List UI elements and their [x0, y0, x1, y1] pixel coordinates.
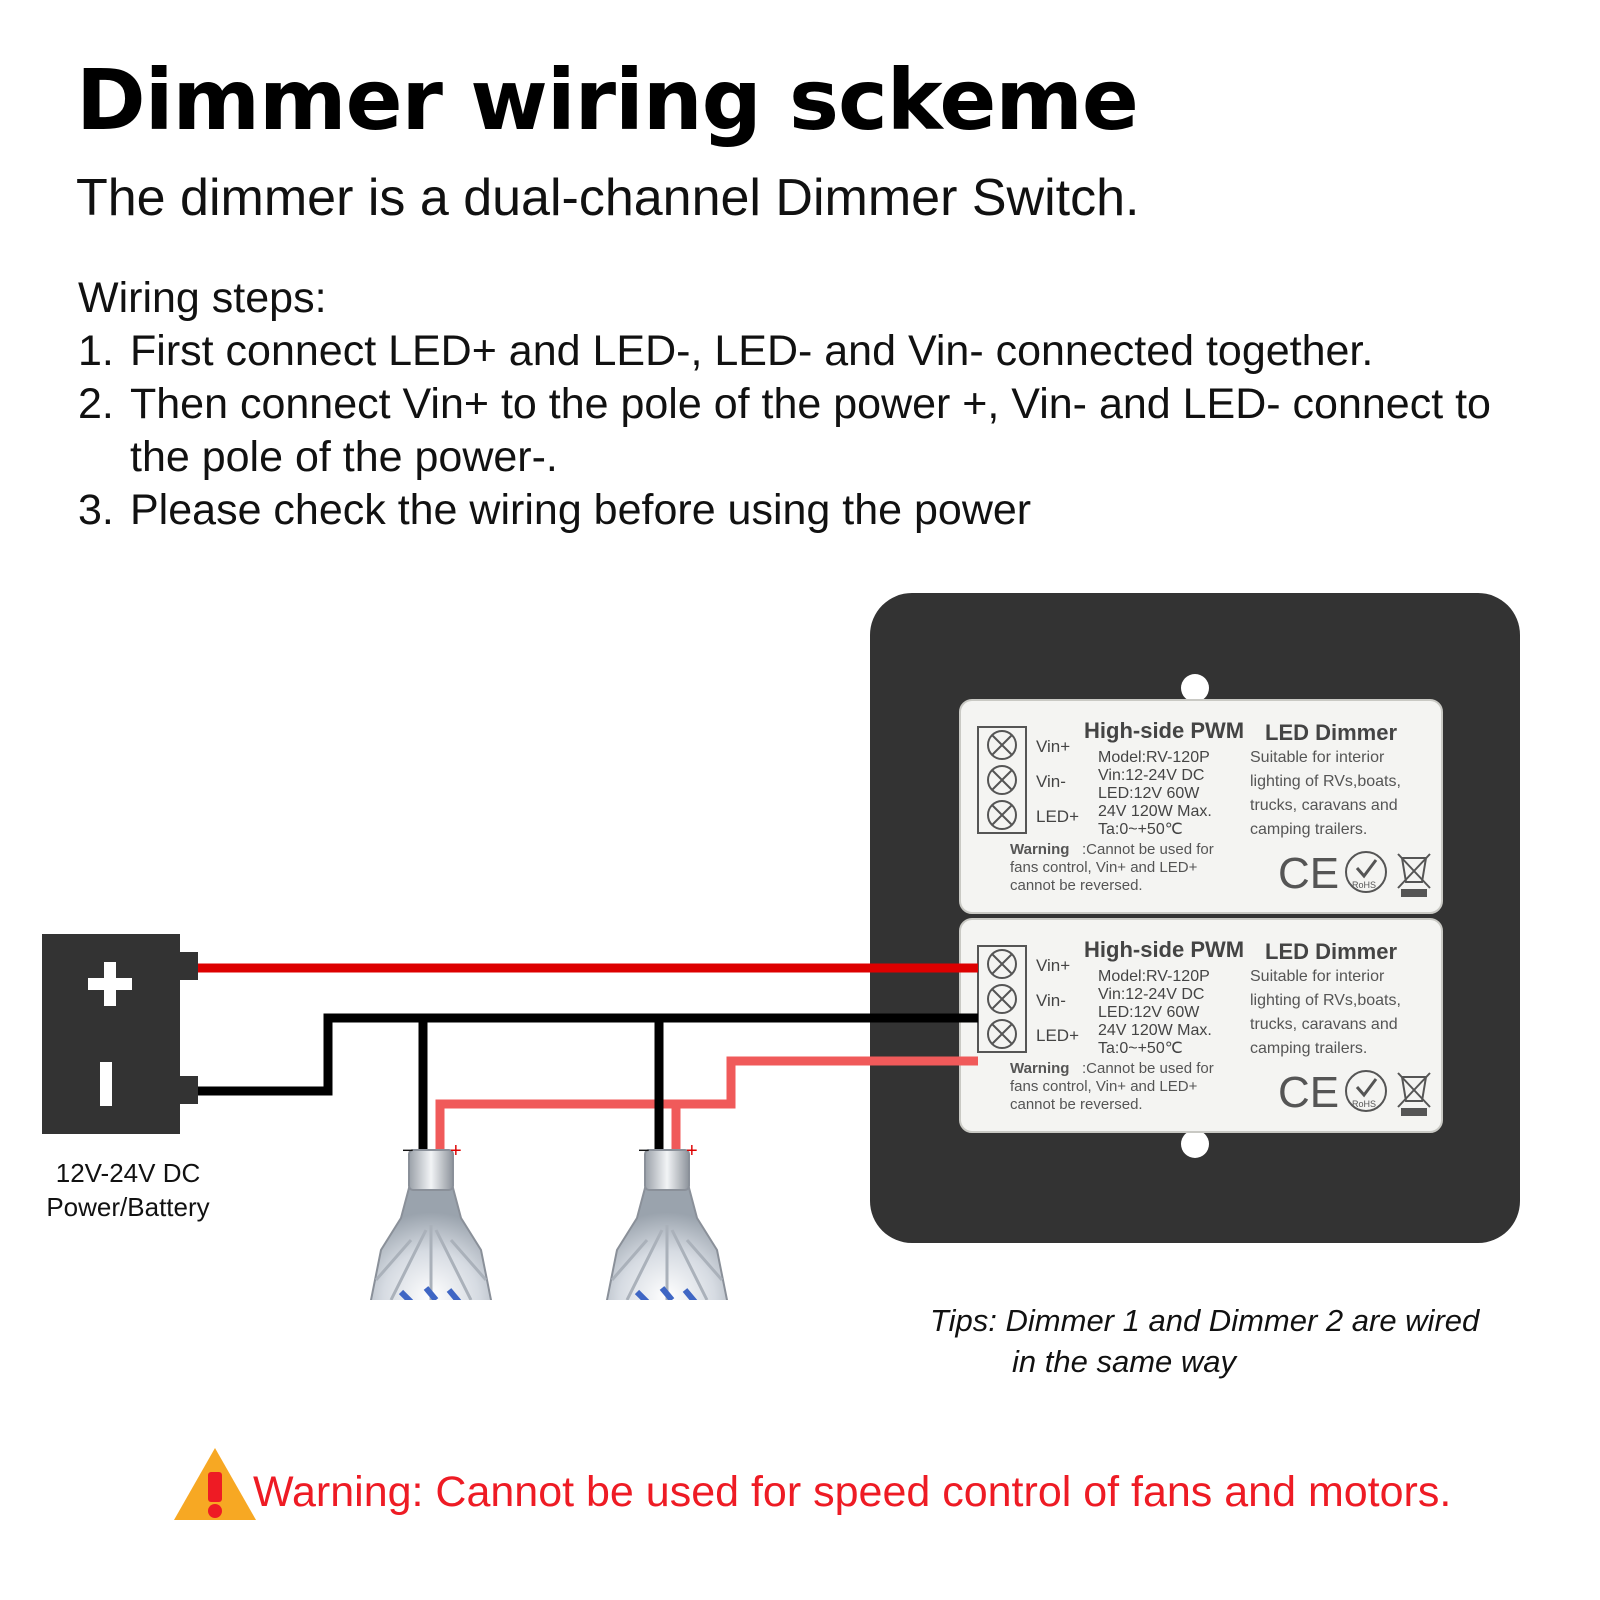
suitable-line: camping trailers.	[1250, 821, 1367, 838]
power-label-line2: Power/Battery	[46, 1192, 209, 1222]
module-warning-label: Warning	[1010, 841, 1069, 858]
svg-text:RoHS: RoHS	[1352, 1099, 1376, 1109]
spec-line: 24V 120W Max.	[1098, 803, 1212, 820]
minus-icon	[100, 1062, 112, 1106]
module-warning-text: cannot be reversed.	[1010, 877, 1143, 894]
step-item: 2. Then connect Vin+ to the pole of the …	[78, 378, 1540, 484]
step-number: 1.	[78, 327, 114, 375]
bulb-1	[361, 1150, 501, 1300]
rohs-icon: RoHS	[1345, 1070, 1387, 1112]
ce-mark: CE	[1278, 1068, 1339, 1117]
step-text: First connect LED+ and LED-, LED- and Vi…	[130, 327, 1374, 375]
wiring-steps: Wiring steps: 1. First connect LED+ and …	[78, 272, 1540, 537]
dimmer-title: LED Dimmer	[1265, 720, 1397, 745]
bulb1-plus-label: +	[450, 1140, 462, 1162]
spec-line: Model:RV-120P	[1098, 749, 1210, 766]
tips-line: in the same way	[1012, 1344, 1236, 1379]
wiring-diagram: Vin+ Vin- LED+ High-side PWM LED Dimmer …	[42, 593, 1520, 1300]
power-label-line1: 12V-24V DC	[56, 1158, 201, 1188]
module-warning-text: :Cannot be used for	[1082, 841, 1214, 858]
module-warning-text: cannot be reversed.	[1010, 1096, 1143, 1113]
svg-text:RoHS: RoHS	[1352, 880, 1376, 890]
module-warning-text: :Cannot be used for	[1082, 1060, 1214, 1077]
suitable-line: camping trailers.	[1250, 1040, 1367, 1057]
dimmer-title: High-side PWM	[1084, 937, 1244, 962]
step-text: Please check the wiring before using the…	[130, 486, 1032, 534]
dimmer-title: High-side PWM	[1084, 718, 1244, 743]
module-warning-text: fans control, Vin+ and LED+	[1010, 859, 1198, 876]
terminal-label: Vin+	[1036, 956, 1070, 975]
spec-line: Ta:0~+50℃	[1098, 821, 1183, 838]
module-warning-text: fans control, Vin+ and LED+	[1010, 1078, 1198, 1095]
module-warning-label: Warning	[1010, 1060, 1069, 1077]
terminal-label: Vin-	[1036, 991, 1066, 1010]
bulb-2	[597, 1150, 737, 1300]
footer-warning: Warning: Cannot be used for speed contro…	[253, 1468, 1452, 1516]
rohs-icon: RoHS	[1345, 851, 1387, 893]
step-text: Then connect Vin+ to the pole of the pow…	[130, 380, 1491, 481]
bulb2-plus-label: +	[686, 1140, 698, 1162]
steps-heading: Wiring steps:	[78, 274, 327, 322]
tips-note: Tips: Dimmer 1 and Dimmer 2 are wired in…	[930, 1300, 1570, 1382]
mount-hole-bottom	[1181, 1130, 1209, 1158]
spec-line: Ta:0~+50℃	[1098, 1040, 1183, 1057]
warning-icon	[174, 1448, 256, 1520]
step-number: 3.	[78, 486, 114, 534]
dimmer-module-2: Vin+ Vin- LED+ High-side PWM LED Dimmer …	[959, 918, 1443, 1133]
spec-line: 24V 120W Max.	[1098, 1022, 1212, 1039]
terminal-label: LED+	[1036, 807, 1079, 826]
step-number: 2.	[78, 380, 114, 428]
spec-line: LED:12V 60W	[1098, 1004, 1200, 1021]
mount-hole-top	[1181, 674, 1209, 702]
suitable-line: lighting of RVs,boats,	[1250, 992, 1401, 1009]
plus-icon	[88, 962, 132, 1006]
weee-icon	[1397, 853, 1431, 897]
page-title: Dimmer wiring sckeme	[76, 51, 1139, 149]
battery	[42, 934, 198, 1134]
suitable-line: Suitable for interior	[1250, 968, 1385, 985]
spec-line: Model:RV-120P	[1098, 968, 1210, 985]
step-item: 3. Please check the wiring before using …	[78, 484, 1540, 537]
terminal-label: LED+	[1036, 1026, 1079, 1045]
step-item: 1. First connect LED+ and LED-, LED- and…	[78, 325, 1540, 378]
ce-mark: CE	[1278, 849, 1339, 898]
spec-line: Vin:12-24V DC	[1098, 986, 1204, 1003]
weee-icon	[1397, 1072, 1431, 1116]
suitable-line: trucks, caravans and	[1250, 1016, 1398, 1033]
tips-line: Tips: Dimmer 1 and Dimmer 2 are wired	[930, 1303, 1480, 1338]
terminal-label: Vin-	[1036, 772, 1066, 791]
terminal-label: Vin+	[1036, 737, 1070, 756]
spec-line: Vin:12-24V DC	[1098, 767, 1204, 784]
wire-led-positive	[435, 1056, 978, 1160]
bulb2-minus-label: −	[638, 1140, 650, 1162]
spec-line: LED:12V 60W	[1098, 785, 1200, 802]
bulb1-minus-label: −	[402, 1140, 414, 1162]
suitable-line: trucks, caravans and	[1250, 797, 1398, 814]
suitable-line: lighting of RVs,boats,	[1250, 773, 1401, 790]
suitable-line: Suitable for interior	[1250, 749, 1385, 766]
dimmer-module-1: Vin+ Vin- LED+ High-side PWM LED Dimmer …	[959, 699, 1443, 914]
dimmer-title: LED Dimmer	[1265, 939, 1397, 964]
wire-power-negative	[196, 1013, 978, 1096]
page-subtitle: The dimmer is a dual-channel Dimmer Swit…	[76, 169, 1140, 227]
